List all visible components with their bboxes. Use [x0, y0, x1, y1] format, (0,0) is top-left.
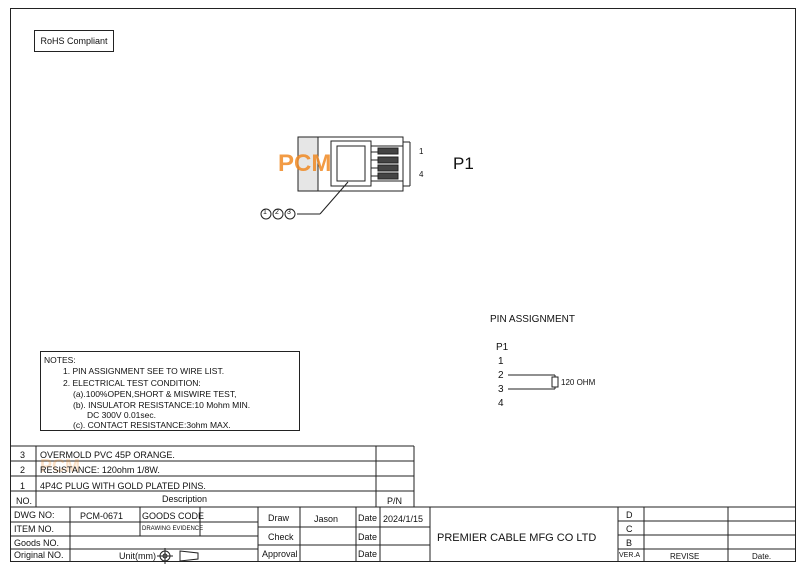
ver-label: VER.A	[619, 552, 641, 559]
pin-1: 1	[498, 356, 504, 367]
dwg-no-value: PCM-0671	[80, 511, 124, 521]
draw-date: 2024/1/15	[383, 514, 424, 524]
check-label: Check	[268, 532, 294, 542]
pin-assignment-connector: P1	[496, 342, 509, 353]
revise-label: REVISE	[670, 552, 700, 561]
goods-code-label: GOODS CODE	[142, 511, 205, 521]
pin-2: 2	[498, 370, 504, 381]
note-line: DC 300V 0.01sec.	[87, 410, 156, 420]
pcm-watermark: PCM	[278, 150, 332, 177]
note-line: 1. PIN ASSIGNMENT SEE TO WIRE LIST.	[63, 366, 225, 376]
part-description: RESISTANCE: 120ohm 1/8W.	[40, 465, 160, 475]
projection-symbol-icon	[157, 548, 199, 564]
pin-label-top: 1	[419, 147, 424, 156]
pin-4: 4	[498, 398, 504, 409]
resistor-label: 120 OHM	[561, 378, 596, 387]
rohs-badge: RoHS Compliant	[34, 30, 114, 52]
approval-label: Approval	[262, 549, 298, 559]
callout-leader	[260, 181, 349, 220]
part-description: OVERMOLD PVC 45P ORANGE.	[40, 450, 175, 460]
connector-label: P1	[453, 154, 474, 173]
pin-3: 3	[498, 384, 504, 395]
draw-name: Jason	[314, 514, 339, 524]
note-line: 2. ELECTRICAL TEST CONDITION:	[63, 378, 201, 388]
company-name: PREMIER CABLE MFG CO LTD	[437, 532, 597, 544]
callout-3: 3	[287, 209, 291, 216]
note-line: (a).100%OPEN,SHORT & MISWIRE TEST,	[73, 389, 237, 399]
unit-label: Unit(mm)	[119, 551, 156, 561]
revision-b: B	[626, 538, 633, 548]
draw-label: Draw	[268, 513, 290, 523]
callout-1: 1	[263, 209, 267, 216]
title-block-grid	[10, 506, 796, 562]
note-line: (b). INSULATOR RESISTANCE:10 Mohm MIN.	[73, 400, 251, 410]
check-date-label: Date	[358, 532, 378, 542]
part-description: 4P4C PLUG WITH GOLD PLATED PINS.	[40, 481, 206, 491]
original-no-label: Original NO.	[14, 550, 64, 560]
note-line: (c). CONTACT RESISTANCE:3ohm MAX.	[73, 420, 231, 430]
pin-assignment-title: PIN ASSIGNMENT	[490, 314, 576, 325]
approval-date-label: Date	[358, 549, 378, 559]
pcm-watermark-faint: PCM	[40, 456, 80, 476]
dwg-no-label: DWG NO:	[14, 510, 55, 520]
part-no: 1	[20, 481, 26, 491]
pin-label-bottom: 4	[419, 170, 424, 179]
item-no-label: ITEM NO.	[14, 524, 54, 534]
draw-date-label: Date	[358, 513, 378, 523]
parts-header-no: NO.	[16, 496, 33, 506]
part-no: 2	[20, 465, 26, 475]
goods-no-label: Goods NO.	[14, 538, 60, 548]
notes-box: NOTES: 1. PIN ASSIGNMENT SEE TO WIRE LIS…	[40, 351, 300, 431]
rev-date-label: Date.	[752, 552, 772, 561]
plug-drawing	[297, 136, 411, 192]
pin-assignment-wires	[508, 374, 559, 390]
notes-title: NOTES:	[44, 355, 76, 365]
revision-c: C	[626, 524, 633, 534]
part-no: 3	[20, 450, 26, 460]
drawing-evidence: DRAWING EVIDENCE	[142, 526, 204, 532]
parts-header-description: Description	[162, 494, 208, 504]
callout-2: 2	[275, 209, 279, 216]
parts-header-pn: P/N	[387, 496, 403, 506]
drawing-sheet-border	[10, 8, 796, 562]
revision-d: D	[626, 510, 633, 520]
